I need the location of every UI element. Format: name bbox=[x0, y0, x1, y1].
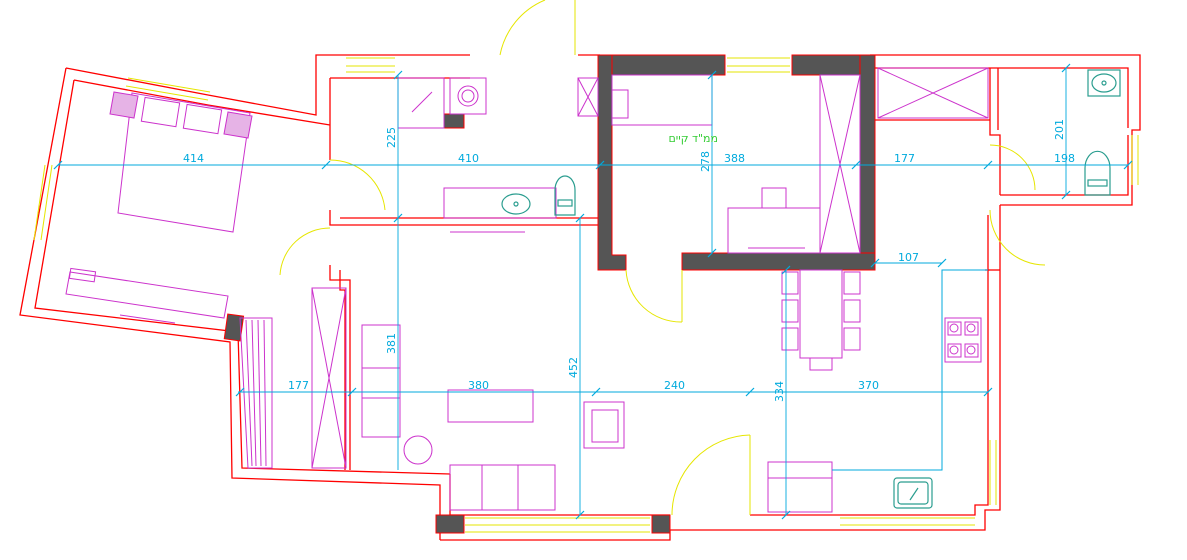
mamad-bed bbox=[611, 74, 713, 126]
dim-bath-height: 201 bbox=[1053, 119, 1066, 140]
window-laundry bbox=[346, 57, 395, 73]
bedroom-wall-top-inner bbox=[73, 79, 331, 126]
washing-machine bbox=[449, 77, 487, 115]
dim-entry-width: 177 bbox=[894, 152, 915, 165]
mamad-wall-top-left bbox=[597, 54, 726, 76]
right-exterior-inner bbox=[750, 215, 989, 516]
window-bedroom-left bbox=[33, 164, 53, 241]
furniture bbox=[65, 67, 989, 513]
mamad-walls bbox=[223, 54, 876, 534]
exterior-walls bbox=[19, 54, 1141, 541]
living-partition-left bbox=[329, 265, 351, 470]
door-bedroom bbox=[329, 159, 386, 211]
column-bottom-mid bbox=[651, 514, 671, 534]
double-bed bbox=[109, 91, 253, 233]
armchair-left bbox=[361, 324, 401, 438]
column-laundry bbox=[443, 113, 465, 129]
dim-corridor-width: 410 bbox=[458, 152, 479, 165]
dim-kitchen-height: 334 bbox=[773, 381, 786, 402]
storage-cabinet-top bbox=[577, 77, 599, 117]
mamad-wardrobe bbox=[819, 74, 861, 254]
window-bath bbox=[1131, 135, 1139, 185]
living-cabinet bbox=[311, 287, 347, 469]
door-bath-upper bbox=[989, 144, 1036, 191]
dim-kitchen-counter: 107 bbox=[898, 251, 919, 264]
dim-bath-width: 198 bbox=[1054, 152, 1075, 165]
bath-toilet-icon bbox=[1084, 150, 1111, 196]
sink-icon bbox=[501, 193, 531, 215]
dining-table bbox=[781, 269, 861, 371]
dim-mamad-width: 388 bbox=[724, 152, 745, 165]
sofa bbox=[449, 464, 556, 511]
door-mamad bbox=[625, 269, 683, 323]
toilet-icon bbox=[554, 175, 576, 216]
dim-hall-height: 452 bbox=[567, 357, 580, 378]
entry-closet bbox=[877, 67, 989, 119]
door-corridor-left bbox=[279, 227, 331, 276]
window-kitchen-bottom bbox=[840, 517, 975, 526]
column-bottom-left bbox=[435, 514, 465, 534]
bath-wall-bottom bbox=[1000, 135, 1129, 196]
mamad-wall-left bbox=[597, 54, 627, 271]
fixtures bbox=[501, 69, 1121, 509]
balcony-radiator bbox=[239, 317, 273, 469]
dimension-ticks bbox=[53, 63, 1133, 520]
window-kitchen-right bbox=[989, 440, 997, 505]
window-bedroom-top bbox=[125, 77, 211, 101]
dim-bedroom-width: 414 bbox=[183, 152, 204, 165]
kitchen-counter bbox=[832, 269, 988, 471]
bedroom-wardrobe bbox=[65, 267, 229, 324]
right-wall-inner bbox=[875, 67, 1129, 128]
dim-laundry-height: 225 bbox=[385, 127, 398, 148]
bedroom-wall-top bbox=[65, 54, 400, 116]
bedroom-wall-left bbox=[19, 67, 441, 540]
vanity-counter bbox=[443, 187, 557, 233]
right-exterior bbox=[750, 205, 1001, 531]
dim-kitchen-width: 370 bbox=[858, 379, 879, 392]
dimension-lines bbox=[53, 63, 1133, 520]
coffee-table bbox=[447, 389, 534, 423]
bottom-wall-inner bbox=[449, 474, 670, 516]
living-partition-left-inner bbox=[339, 270, 346, 470]
door-bath-right bbox=[989, 209, 1046, 266]
window-living-bottom bbox=[465, 517, 650, 533]
doors bbox=[279, 0, 1046, 516]
mamad-wall-bottom bbox=[681, 252, 876, 271]
mamad-desk bbox=[727, 187, 821, 254]
door-main-bottom bbox=[671, 434, 751, 516]
mamad-wall-right bbox=[859, 54, 876, 271]
window-mamad bbox=[727, 57, 790, 73]
dim-mamad-height: 278 bbox=[699, 151, 712, 172]
shower bbox=[397, 77, 445, 129]
room-label-mamad: ממ"ד קיים bbox=[668, 132, 718, 145]
column-bedroom bbox=[223, 313, 245, 342]
corridor-partition bbox=[329, 210, 598, 226]
windows bbox=[33, 57, 1139, 533]
dim-dining-width: 240 bbox=[664, 379, 685, 392]
dimension-labels: 414 410 388 177 198 225 278 201 107 381 … bbox=[183, 119, 1075, 402]
bath-sink-icon bbox=[1087, 69, 1121, 97]
kitchen-island bbox=[767, 461, 833, 513]
stove bbox=[944, 317, 982, 363]
dim-living-width: 380 bbox=[468, 379, 489, 392]
armchair-right bbox=[583, 401, 625, 449]
right-wall-top bbox=[870, 54, 1141, 206]
bottom-wall bbox=[440, 529, 750, 541]
dim-balcony-width: 177 bbox=[288, 379, 309, 392]
dim-living-height: 381 bbox=[385, 333, 398, 354]
kitchen-sink-icon bbox=[893, 477, 933, 509]
side-table bbox=[403, 435, 433, 465]
door-entry-top bbox=[499, 0, 546, 56]
